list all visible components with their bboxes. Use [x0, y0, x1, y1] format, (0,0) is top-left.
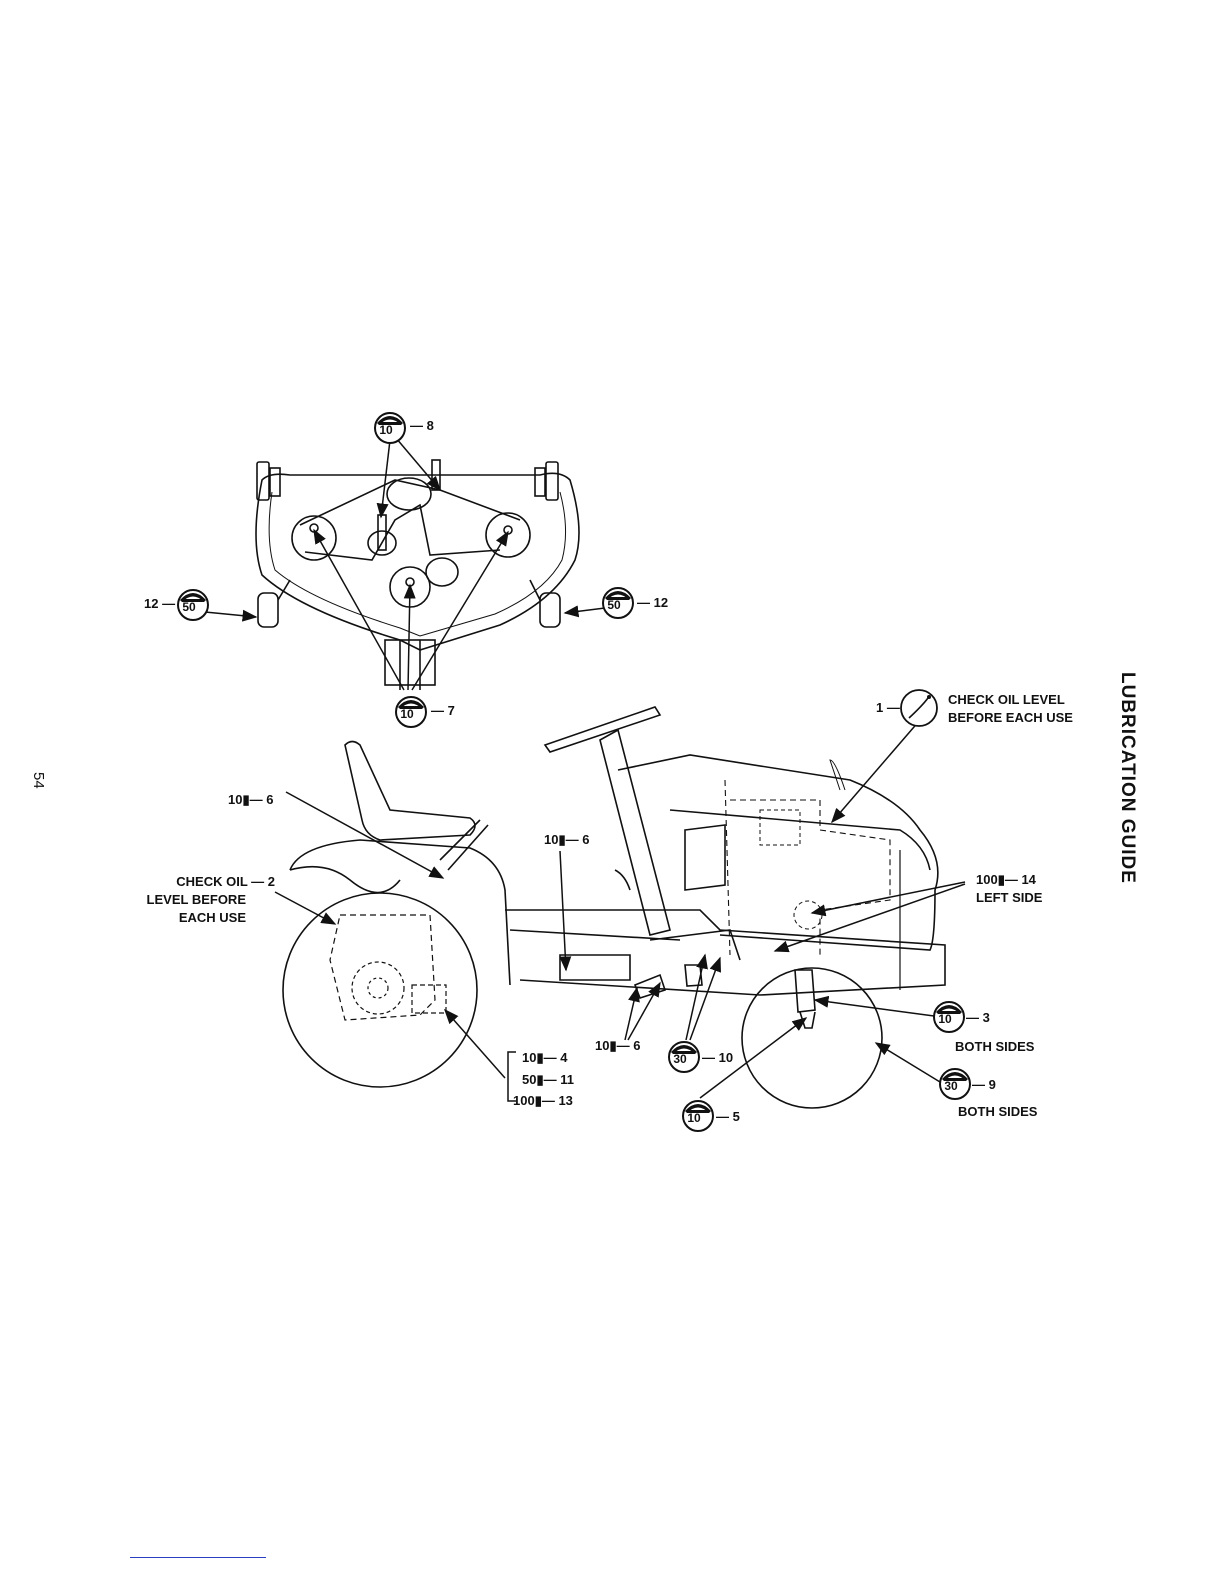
callout-deck-12-left: 12 — — [144, 596, 175, 612]
callout-lower-6: 10▮— 6 — [595, 1038, 640, 1054]
callout-item-9: — 9 — [972, 1077, 996, 1093]
callout-item-10: — 10 — [702, 1050, 733, 1066]
dipstick-gauge-icon — [901, 690, 937, 726]
callout-left-side-14-line1: 100▮— 14 — [976, 872, 1036, 888]
badge-deck-7: 10 — [400, 707, 414, 721]
footer-rule — [130, 1557, 266, 1558]
badge-deck-8: 10 — [379, 423, 393, 437]
callout-item-3: — 3 — [966, 1010, 990, 1026]
callout-deck-8: — 8 — [410, 418, 434, 434]
callout-rear-4: 10▮— 4 — [522, 1050, 567, 1066]
badge-interval-labels: 10 50 50 10 10 30 30 10 — [182, 423, 958, 1125]
section-title: LUBRICATION GUIDE — [1116, 672, 1138, 884]
badge-deck-12-left: 50 — [182, 600, 196, 614]
badge-deck-12-right: 50 — [607, 598, 621, 612]
callout-item-5: — 5 — [716, 1109, 740, 1125]
callout-both-sides-9: BOTH SIDES — [958, 1104, 1037, 1120]
callout-check-oil-2-line1: CHECK OIL — 2 — [150, 874, 275, 890]
callout-oil-level-1-number: 1 — — [876, 700, 900, 716]
callout-check-oil-2-line2: LEVEL BEFORE — [130, 892, 246, 908]
callout-check-oil-2-line3: EACH USE — [150, 910, 246, 926]
badge-tractor-10: 30 — [673, 1052, 687, 1066]
callout-rear-13: 100▮— 13 — [513, 1093, 573, 1109]
badge-tractor-5: 10 — [687, 1111, 701, 1125]
callout-seat-6: 10▮— 6 — [228, 792, 273, 808]
page-number: 54 — [30, 772, 46, 789]
oil-can-icon — [178, 413, 970, 1131]
callout-both-sides-3: BOTH SIDES — [955, 1039, 1034, 1055]
mower-deck-illustration — [256, 460, 579, 690]
callout-oil-level-1-line2: BEFORE EACH USE — [948, 710, 1073, 726]
callout-mid-6: 10▮— 6 — [544, 832, 589, 848]
callout-oil-level-1-line1: CHECK OIL LEVEL — [948, 692, 1065, 708]
badge-tractor-3: 10 — [938, 1012, 952, 1026]
callout-left-side-14-line2: LEFT SIDE — [976, 890, 1042, 906]
callout-rear-11: 50▮— 11 — [522, 1072, 574, 1088]
callout-deck-7: — 7 — [431, 703, 455, 719]
badge-tractor-9: 30 — [944, 1079, 958, 1093]
callout-deck-12-right: — 12 — [637, 595, 668, 611]
